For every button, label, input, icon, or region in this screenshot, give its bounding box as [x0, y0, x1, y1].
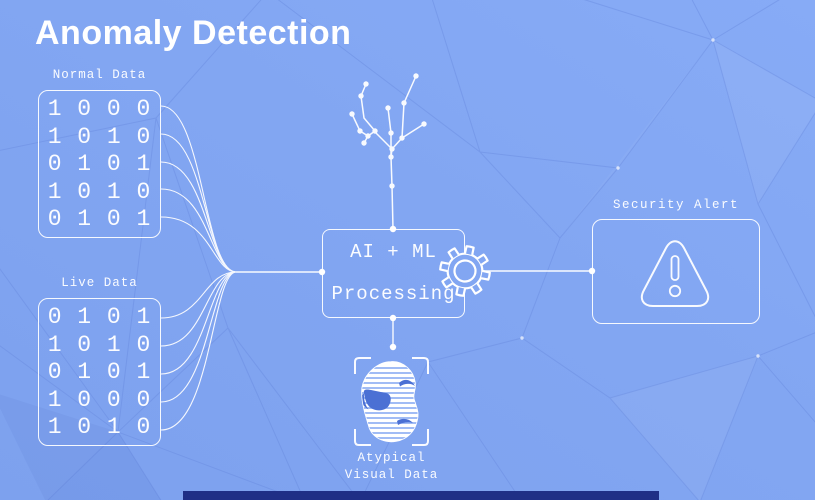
face-illustration — [361, 361, 419, 443]
security-alert-label: Security Alert — [612, 198, 740, 212]
matrix-row: 1 0 1 0 — [47, 123, 152, 150]
connector-dot — [389, 343, 397, 351]
matrix-row: 0 1 0 1 — [47, 151, 152, 178]
security-alert-box — [592, 219, 760, 324]
face-scan-icon — [354, 357, 429, 446]
matrix-row: 1 0 1 0 — [47, 331, 152, 358]
eye-shape — [363, 389, 391, 411]
page-title: Anomaly Detection — [35, 14, 352, 52]
ai-ml-processing-box: AI + ML Processing — [322, 229, 465, 318]
matrix-row: 0 1 0 1 — [47, 359, 152, 386]
matrix-row: 0 1 0 1 — [47, 304, 152, 331]
ai-ml-line: AI + ML — [350, 241, 437, 263]
convergence-curves — [160, 105, 237, 431]
processing-line: Processing — [331, 283, 456, 305]
bottom-bar — [183, 491, 659, 500]
caption-line-1: Atypical — [357, 451, 426, 465]
normal-data-box: 1 0 0 0 1 0 1 0 0 1 0 1 1 0 1 0 0 1 0 1 — [38, 90, 161, 238]
matrix-row: 1 0 1 0 — [47, 178, 152, 205]
live-data-label: Live Data — [61, 276, 138, 290]
live-data-box: 0 1 0 1 1 0 1 0 0 1 0 1 1 0 0 0 1 0 1 0 — [38, 298, 161, 446]
atypical-visual-data-caption: Atypical Visual Data — [330, 450, 453, 484]
matrix-row: 1 0 1 0 — [47, 414, 152, 441]
normal-data-label: Normal Data — [52, 68, 147, 82]
lips-shape — [397, 418, 413, 425]
eyebrow-shape — [399, 379, 415, 387]
matrix-row: 0 1 0 1 — [47, 206, 152, 233]
circuit-tree-icon — [349, 73, 427, 230]
eye-corner-shape — [362, 393, 369, 410]
matrix-row: 1 0 0 0 — [47, 386, 152, 413]
scan-brackets-icon — [354, 357, 429, 446]
matrix-row: 1 0 0 0 — [47, 96, 152, 123]
caption-line-2: Visual Data — [344, 468, 439, 482]
